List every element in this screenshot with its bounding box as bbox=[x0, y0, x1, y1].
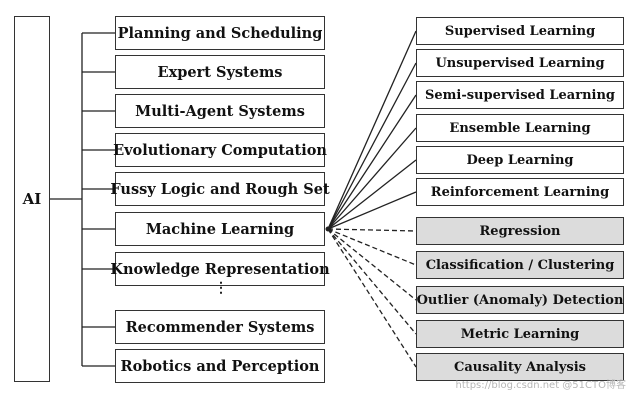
dashed-fan-line bbox=[327, 228, 417, 368]
ml-subtopic-label: Supervised Learning bbox=[444, 23, 596, 39]
ai-subfield-label: Fussy Logic and Rough Set bbox=[110, 180, 330, 198]
ai-subfield-label: Multi-Agent Systems bbox=[135, 102, 305, 120]
ml-task-classification-clustering: Classification / Clustering bbox=[416, 251, 624, 279]
solid-fan-line bbox=[327, 62, 417, 230]
ml-paradigm-ensemble-learning: Ensemble Learning bbox=[416, 114, 624, 142]
solid-fan-line bbox=[327, 159, 417, 230]
dashed-fan-line bbox=[327, 228, 417, 335]
ml-task-outlier-anomaly-detection: Outlier (Anomaly) Detection bbox=[416, 286, 624, 314]
ml-subtopic-label: Metric Learning bbox=[460, 326, 580, 342]
solid-fan-line bbox=[327, 191, 417, 230]
ml-subtopic-label: Semi-supervised Learning bbox=[424, 87, 616, 103]
ml-paradigm-reinforcement-learning: Reinforcement Learning bbox=[416, 178, 624, 206]
ml-task-metric-learning: Metric Learning bbox=[416, 320, 624, 348]
ai-subfield-label: Knowledge Representation bbox=[110, 260, 330, 278]
ai-subfield-label: Planning and Scheduling bbox=[117, 24, 323, 42]
ai-subfield-recommender-systems: Recommender Systems bbox=[115, 310, 325, 344]
solid-fan-line bbox=[327, 30, 417, 230]
ml-paradigm-deep-learning: Deep Learning bbox=[416, 146, 624, 174]
solid-fan-line bbox=[327, 127, 417, 230]
ai-subfield-evolutionary-computation: Evolutionary Computation bbox=[113, 133, 327, 167]
ai-subfield-label: Machine Learning bbox=[145, 220, 295, 238]
watermark: https://blog.csdn.net @51CTO博客 bbox=[455, 380, 626, 391]
ml-paradigm-unsupervised-learning: Unsupervised Learning bbox=[416, 49, 624, 77]
ai-subfield-planning-and-scheduling: Planning and Scheduling bbox=[115, 16, 325, 50]
ml-subtopic-label: Outlier (Anomaly) Detection bbox=[416, 292, 624, 308]
ai-root-label: AI bbox=[22, 190, 42, 208]
ai-subfield-multi-agent-systems: Multi-Agent Systems bbox=[115, 94, 325, 128]
ml-paradigm-supervised-learning: Supervised Learning bbox=[416, 17, 624, 45]
solid-fan-line bbox=[327, 94, 417, 230]
dashed-fan-line bbox=[327, 228, 417, 301]
ml-subtopic-label: Unsupervised Learning bbox=[435, 55, 605, 71]
ml-subtopic-label: Causality Analysis bbox=[454, 359, 586, 375]
ellipsis: ⋮ bbox=[214, 280, 228, 296]
ml-subtopic-label: Reinforcement Learning bbox=[430, 184, 610, 200]
ai-subfield-machine-learning: Machine Learning bbox=[115, 212, 325, 246]
ml-task-regression: Regression bbox=[416, 217, 624, 245]
ml-paradigm-semi-supervised-learning: Semi-supervised Learning bbox=[416, 81, 624, 109]
ml-subtopic-label: Classification / Clustering bbox=[425, 257, 615, 273]
ml-subtopic-label: Ensemble Learning bbox=[449, 120, 591, 136]
ai-subfield-label: Robotics and Perception bbox=[120, 357, 320, 375]
ai-subfield-knowledge-representation: Knowledge Representation bbox=[110, 252, 330, 286]
ai-subfield-fussy-logic-and-rough-set: Fussy Logic and Rough Set bbox=[110, 172, 330, 206]
dashed-fan-line bbox=[327, 228, 417, 232]
ai-subfield-label: Recommender Systems bbox=[125, 318, 315, 336]
ai-root-box: AI bbox=[14, 16, 50, 382]
ai-subfield-robotics-and-perception: Robotics and Perception bbox=[115, 349, 325, 383]
ai-subfield-expert-systems: Expert Systems bbox=[115, 55, 325, 89]
ai-subfield-label: Expert Systems bbox=[157, 63, 283, 81]
ml-task-causality-analysis: Causality Analysis bbox=[416, 353, 624, 381]
ai-subfield-label: Evolutionary Computation bbox=[113, 141, 327, 159]
ml-subtopic-label: Deep Learning bbox=[466, 152, 574, 168]
ml-subtopic-label: Regression bbox=[479, 223, 561, 239]
dashed-fan-line bbox=[327, 228, 417, 266]
